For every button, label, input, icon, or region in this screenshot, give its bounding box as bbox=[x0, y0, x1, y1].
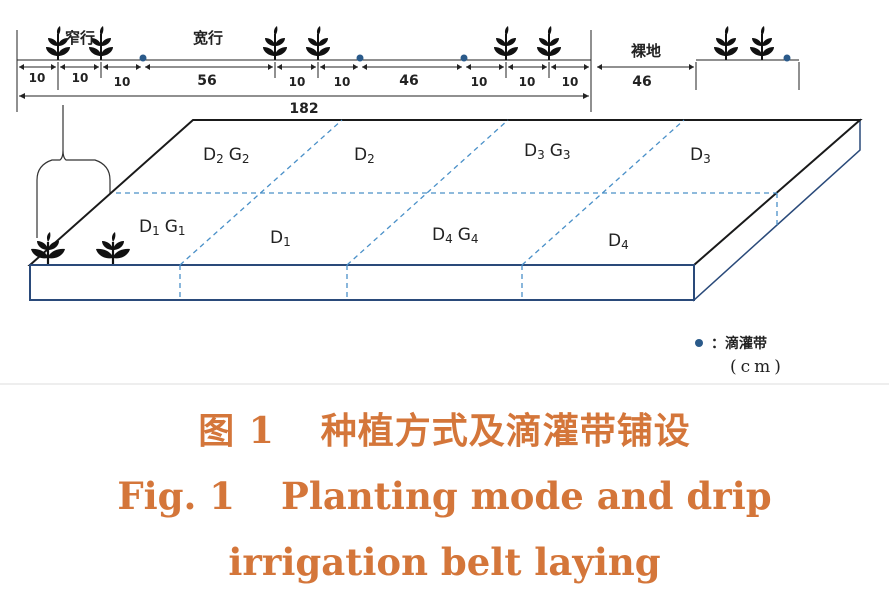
legend-drip-label: ：滴灌带 bbox=[711, 335, 767, 352]
spacing-value: 10 bbox=[562, 75, 579, 89]
spacing-value: 10 bbox=[114, 75, 131, 89]
caption-cn-number: 图 1 bbox=[198, 410, 275, 452]
caption-en-number: Fig. 1 bbox=[117, 474, 236, 518]
caption-chinese: 图 1 种植方式及滴灌带铺设 bbox=[0, 402, 889, 454]
plot-label-d3: D3 bbox=[690, 145, 711, 166]
plot-dividers bbox=[116, 119, 778, 300]
caption-english-line2: irrigation belt laying bbox=[228, 540, 661, 584]
field-plot bbox=[27, 118, 863, 302]
plot-label-d1: D1 bbox=[270, 228, 291, 249]
spacing-value: 56 bbox=[197, 73, 216, 89]
plant-icon bbox=[749, 25, 775, 61]
drip-belt-dot bbox=[783, 54, 791, 62]
caption-en-title-1: Planting mode and drip bbox=[281, 474, 772, 518]
plant-icons-top bbox=[45, 25, 775, 61]
caption-cn-title: 种植方式及滴灌带铺设 bbox=[320, 410, 691, 452]
drip-belt-dot bbox=[356, 54, 364, 62]
spacing-value: 10 bbox=[29, 71, 46, 85]
legend-drip-dot bbox=[695, 339, 703, 347]
legend-unit: (cm) bbox=[730, 357, 785, 377]
zoom-brace bbox=[36, 105, 111, 238]
spacing-diagram bbox=[16, 30, 800, 112]
plot-label-d2: D2 bbox=[354, 145, 375, 166]
drip-belt-dot bbox=[460, 54, 468, 62]
drip-belt-dots-top bbox=[139, 54, 791, 62]
caption-english-line1: Fig. 1 Planting mode and drip bbox=[0, 474, 889, 518]
spacing-value: 10 bbox=[334, 75, 351, 89]
bare-spacing-value: 46 bbox=[632, 74, 651, 90]
plant-icon bbox=[536, 25, 562, 61]
plot-label-d4: D4 bbox=[608, 231, 629, 252]
legend: ：滴灌带 (cm) bbox=[695, 335, 785, 377]
divider bbox=[0, 383, 889, 385]
total-width-value: 182 bbox=[289, 101, 318, 117]
drip-belt-dot bbox=[139, 54, 147, 62]
spacing-value: 10 bbox=[289, 75, 306, 89]
narrow-row-label: 窄行 bbox=[65, 29, 95, 47]
plant-icon bbox=[713, 25, 739, 61]
wide-row-label: 宽行 bbox=[192, 29, 223, 47]
plant-icon bbox=[262, 25, 288, 61]
plant-icon bbox=[305, 25, 331, 61]
field-front-face bbox=[29, 264, 695, 301]
spacing-value: 46 bbox=[399, 73, 418, 89]
bare-land-label: 裸地 bbox=[631, 42, 661, 60]
spacing-value: 10 bbox=[471, 75, 488, 89]
plant-icon bbox=[493, 25, 519, 61]
spacing-value: 10 bbox=[519, 75, 536, 89]
arrow-heads bbox=[19, 64, 694, 99]
spacing-value: 10 bbox=[72, 71, 89, 85]
